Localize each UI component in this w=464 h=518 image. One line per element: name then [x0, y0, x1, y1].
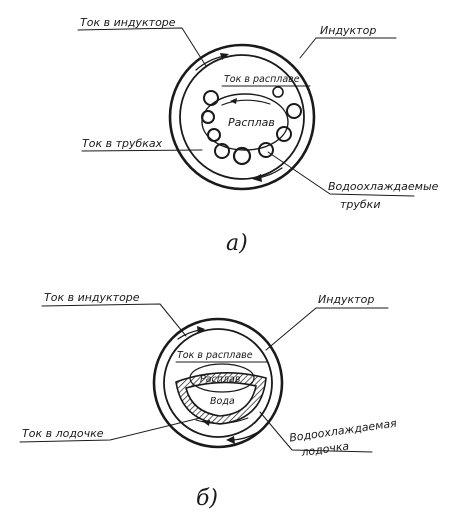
arrowhead: [230, 98, 237, 104]
arrowhead: [220, 53, 229, 60]
label-current-in-melt-a: Ток в расплаве: [224, 74, 300, 85]
arrowhead: [252, 174, 262, 182]
tube: [232, 146, 252, 166]
leader-line: [267, 151, 415, 197]
boat-current-arrow-b: [195, 417, 249, 424]
panel-label-b: б): [196, 486, 218, 511]
leader-line: [77, 27, 207, 67]
arrowhead: [202, 420, 210, 426]
label-current-in-boat-b: Ток в лодочке: [22, 427, 104, 440]
label-cooled-tubes-a-2: трубки: [340, 198, 380, 211]
label-inductor-b: Индуктор: [318, 293, 374, 306]
label-current-in-melt-b: Ток в расплаве: [177, 350, 253, 361]
leader-line: [81, 149, 203, 152]
leader-line: [299, 37, 317, 59]
cooled-tubes-a: [201, 86, 302, 166]
tube: [276, 126, 292, 142]
diagram-a: Ток в индукторе Индуктор Ток в расплаве …: [77, 16, 439, 256]
tube: [272, 86, 284, 98]
label-cooled-tubes-a-1: Водоохлаждаемые: [328, 180, 439, 193]
label-current-in-inductor-b: Ток в индукторе: [44, 291, 140, 304]
inductor-inner-ring-b: [163, 328, 273, 438]
label-melt-b: Расплав: [200, 374, 241, 385]
inductor-outer-ring-a: [168, 43, 316, 191]
tube: [286, 103, 302, 119]
label-cooled-boat-b-2: лодочка: [300, 439, 351, 459]
inductor-inner-ring-a: [179, 54, 305, 180]
arrowhead: [226, 436, 235, 444]
label-current-in-inductor-a: Ток в индукторе: [80, 16, 176, 29]
tube: [214, 143, 230, 159]
leader-line: [19, 417, 201, 443]
label-water-b: Вода: [210, 396, 235, 407]
panel-label-a: а): [226, 231, 248, 256]
label-current-in-tubes-a: Ток в трубках: [82, 137, 163, 150]
tube: [258, 142, 274, 158]
arrowhead: [197, 326, 205, 334]
cooled-boat-b: [175, 372, 267, 425]
diagram-b: Ток в индукторе Индуктор Ток в расплаве …: [19, 291, 398, 511]
leader-line: [259, 411, 373, 453]
melt-current-arrow-a: [221, 99, 271, 106]
label-inductor-a: Индуктор: [320, 24, 376, 37]
leader-line: [265, 307, 317, 351]
tube: [201, 110, 215, 124]
inductor-outer-ring-b: [152, 317, 284, 449]
tube: [203, 90, 219, 106]
melt-region-a: [201, 93, 289, 151]
leader-line: [41, 303, 187, 337]
tube: [207, 128, 221, 142]
label-melt-a: Расплав: [228, 116, 275, 129]
